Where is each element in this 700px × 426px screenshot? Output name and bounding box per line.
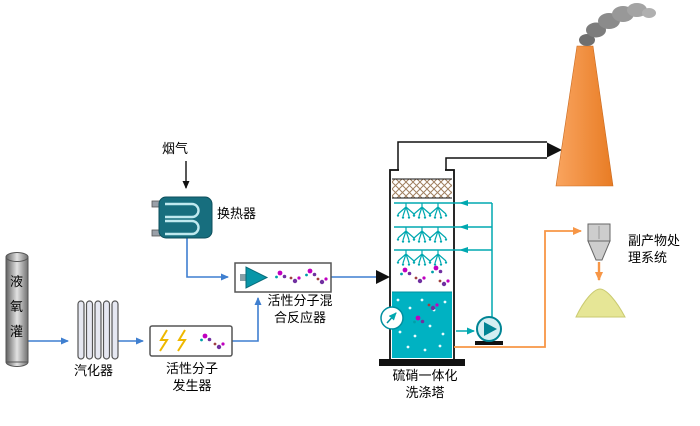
mixing-reactor <box>234 262 332 293</box>
generator-label-line1: 活性分子 <box>165 362 218 377</box>
generator-label: 活性分子 发生器 <box>146 361 238 395</box>
tower-label: 硫硝一体化 洗涤塔 <box>379 368 471 402</box>
duct-arrow <box>547 142 562 158</box>
tower-label-line2: 洗涤塔 <box>405 386 445 401</box>
lightning-icon <box>177 329 187 352</box>
tower-inlet-arrow <box>376 270 390 284</box>
gauge-needle <box>386 312 397 324</box>
chimney <box>555 45 614 187</box>
circulation-flow-arrows <box>459 200 468 253</box>
byproduct-label-line1: 副产物处 <box>628 234 681 249</box>
circulation-pump <box>475 316 503 345</box>
reactor-label: 活性分子混 合反应器 <box>253 293 347 327</box>
byproduct-hopper <box>587 223 611 261</box>
tower-label-line1: 硫硝一体化 <box>392 369 458 384</box>
circulation-pipes <box>394 202 493 335</box>
outlet-duct <box>397 141 562 172</box>
heat-exchanger-label: 换热器 <box>217 207 257 222</box>
molecule-generator <box>149 325 233 357</box>
flow-lines-blue <box>28 238 376 345</box>
exchanger-to-reactor-line <box>186 238 229 281</box>
byproduct-label-line2: 理系统 <box>628 251 668 266</box>
byproduct-pile <box>575 288 626 318</box>
reactor-label-line2: 合反应器 <box>273 311 326 326</box>
oxygen-tank-label: 液氧灌 <box>9 275 23 340</box>
vaporizer <box>77 300 119 360</box>
byproduct-line <box>454 227 582 348</box>
nozzle-cone-icon <box>245 266 269 289</box>
demister-pad <box>392 179 452 198</box>
generator-label-line2: 发生器 <box>172 379 212 394</box>
vaporizer-label: 汽化器 <box>74 364 114 379</box>
liquid-bubbles <box>396 298 447 352</box>
tower-liquid <box>392 292 452 358</box>
smoke <box>579 3 656 46</box>
byproduct-label: 副产物处 理系统 <box>628 233 680 267</box>
u-tube-icon <box>165 202 200 219</box>
washing-tower <box>379 169 465 366</box>
u-tube-icon <box>165 219 200 236</box>
oxygen-tank <box>5 252 29 367</box>
heat-exchanger <box>151 196 213 239</box>
reactor-label-line1: 活性分子混 <box>267 294 333 309</box>
generator-to-reactor-line <box>232 297 262 342</box>
lightning-icon <box>159 329 169 352</box>
flue-gas-label: 烟气 <box>162 142 189 157</box>
tower-base <box>379 359 465 366</box>
nozzle-stem <box>240 274 246 281</box>
pump-impeller-icon <box>484 322 497 336</box>
